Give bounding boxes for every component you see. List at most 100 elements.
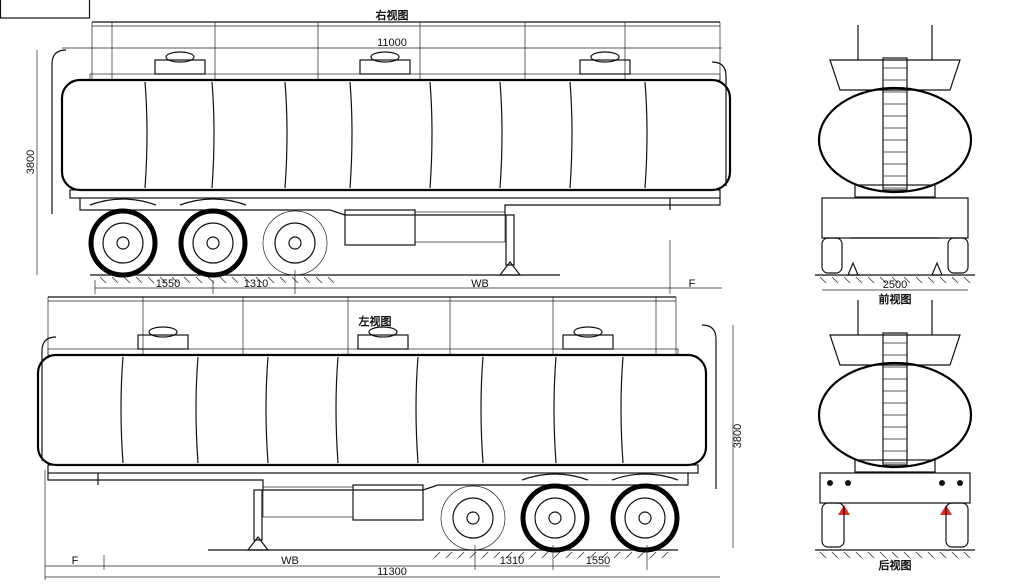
ground-hatch <box>231 276 239 284</box>
tire-right <box>947 237 969 274</box>
wheel-tire <box>610 483 680 553</box>
tank-baffle <box>480 356 484 464</box>
dim-overall-length-top: 11000 <box>377 37 407 49</box>
ground-hatch <box>255 276 263 284</box>
wheel-hub <box>206 236 220 250</box>
ground-hatch <box>915 276 923 284</box>
rear-ladder <box>701 324 717 489</box>
ground-hatch <box>147 276 155 284</box>
ground-hatch <box>243 276 251 284</box>
ground-hatch <box>867 276 875 284</box>
top-dimensions <box>36 47 722 294</box>
rear-view <box>815 300 975 559</box>
wheel-rim <box>624 497 666 539</box>
manhole-lid <box>370 51 400 63</box>
manhole-lid <box>573 326 603 338</box>
ground-hatch <box>267 276 275 284</box>
tank-baffle <box>335 356 339 464</box>
ground-hatch <box>433 551 441 559</box>
manhole-collar <box>137 334 189 350</box>
ground-hatch <box>505 551 513 559</box>
dim-1550-bottom: 1550 <box>586 555 610 567</box>
ground-hatch <box>951 276 959 284</box>
ground-hatch <box>493 551 501 559</box>
ground-hatch <box>843 276 851 284</box>
wheel-rim <box>274 222 316 264</box>
ground-hatch <box>219 276 227 284</box>
ground-hatch <box>939 551 947 559</box>
tank-baffle <box>499 81 503 189</box>
manhole-lid <box>368 326 398 338</box>
ground-hatch <box>891 276 899 284</box>
rear-view-title: 后视图 <box>879 558 912 572</box>
ground-hatch <box>637 551 645 559</box>
ground-hatch <box>183 276 191 284</box>
ground-hatch <box>123 276 131 284</box>
ground-hatch <box>891 551 899 559</box>
ground-hatch <box>303 276 311 284</box>
ground-hatch <box>843 551 851 559</box>
dim-f-top: F <box>689 278 696 290</box>
wheel-tire <box>440 485 506 551</box>
ground-hatch <box>577 551 585 559</box>
ground-hatch <box>927 551 935 559</box>
manhole-collar <box>154 59 206 75</box>
ground-hatch <box>903 551 911 559</box>
tank-baffle <box>265 356 269 464</box>
ground-hatch <box>819 551 827 559</box>
ground-hatch <box>517 551 525 559</box>
tail-light <box>845 480 851 486</box>
ground-hatch <box>159 276 167 284</box>
front-view-title: 前视图 <box>879 292 912 306</box>
ground-hatch <box>195 276 203 284</box>
walkway-end <box>829 59 961 91</box>
tank-baffle <box>620 356 624 464</box>
tank-baffle <box>211 81 215 189</box>
ground-hatch <box>903 276 911 284</box>
wheel-hub <box>638 511 652 525</box>
manhole-lid <box>590 51 620 63</box>
ground-hatch <box>963 276 971 284</box>
tank-shell-end <box>817 86 973 194</box>
side-view-right <box>51 21 732 284</box>
tire-right <box>945 502 969 548</box>
ground-hatch <box>601 551 609 559</box>
ground-hatch <box>951 551 959 559</box>
ground-hatch <box>855 551 863 559</box>
mudguard <box>521 473 679 481</box>
wheel-hub <box>288 236 302 250</box>
side-view-right-title: 右视图 <box>375 8 409 22</box>
tank-body <box>36 353 708 467</box>
chassis-rail <box>47 464 699 474</box>
rear-ladder <box>51 49 67 214</box>
chassis-rail <box>69 189 721 199</box>
side-view-left-title: 左视图 <box>358 314 392 328</box>
ladder-rail <box>41 336 57 461</box>
dim-1310-top: 1310 <box>244 278 268 290</box>
tank-baffle <box>195 356 199 464</box>
ground-hatch <box>855 276 863 284</box>
wheel-rim <box>534 497 576 539</box>
manhole-collar <box>579 59 631 75</box>
tank-baffle <box>644 81 648 189</box>
chassis-frame <box>47 473 689 491</box>
ground-hatch <box>541 551 549 559</box>
dim-f-bottom: F <box>72 555 79 567</box>
ground-hatch <box>327 276 335 284</box>
dim-1310-bottom: 1310 <box>500 555 524 567</box>
wheel-rim <box>102 222 144 264</box>
side-view-left <box>36 296 717 559</box>
dim-1550-top: 1550 <box>156 278 180 290</box>
ground-hatch <box>279 276 287 284</box>
manhole-collar <box>562 334 614 350</box>
wheel-rim <box>452 497 494 539</box>
saddle <box>854 459 936 473</box>
ladder <box>882 332 908 466</box>
wheel-hub <box>466 511 480 525</box>
ground-hatch <box>457 551 465 559</box>
rear-bumper-frame <box>819 472 971 504</box>
wheel-tire <box>262 210 328 276</box>
ground-hatch <box>135 276 143 284</box>
tank-baffle <box>284 81 288 189</box>
